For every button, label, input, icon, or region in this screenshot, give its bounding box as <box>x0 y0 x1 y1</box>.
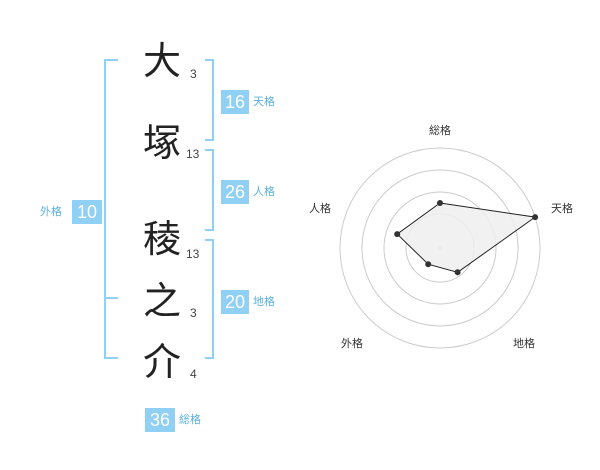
name-char-3: 稜 <box>143 217 182 261</box>
jinkaku-bracket <box>205 149 214 231</box>
radar-label-gaikaku: 外格 <box>341 336 363 350</box>
chikaku-bracket <box>205 239 214 359</box>
gaikaku-label: 外格 <box>40 205 62 218</box>
radar-point-4 <box>394 231 401 238</box>
radar-ring <box>339 147 541 349</box>
radar-ring <box>361 169 519 327</box>
name-char-5: 介 <box>143 340 182 384</box>
radar-point-1 <box>532 214 539 221</box>
jinkaku-label: 人格 <box>253 185 275 198</box>
radar-point-2 <box>454 269 461 276</box>
radar-point-0 <box>437 200 443 206</box>
radar-label-soukaku: 総格 <box>429 123 451 137</box>
stroke-count-3: 13 <box>186 247 200 261</box>
gaikaku-bracket <box>104 59 118 359</box>
stroke-count-5: 4 <box>190 367 197 381</box>
chikaku-value: 20 <box>221 290 249 314</box>
radar-label-jinkaku: 人格 <box>309 201 331 215</box>
name-char-2: 塚 <box>143 121 182 165</box>
name-char-4: 之 <box>143 279 182 323</box>
stroke-count-4: 3 <box>190 306 197 320</box>
soukaku-value: 36 <box>145 408 175 432</box>
tenkaku-value: 16 <box>221 90 249 114</box>
radar-point-3 <box>425 261 432 268</box>
radar-polygon <box>396 202 537 273</box>
tenkaku-label: 天格 <box>253 95 275 108</box>
jinkaku-value: 26 <box>221 180 249 204</box>
stroke-count-1: 3 <box>190 67 197 81</box>
soukaku-label: 総格 <box>179 413 201 426</box>
radar-chart: 総格 天格 地格 外格 人格 <box>309 123 573 350</box>
gaikaku-value: 10 <box>72 200 102 224</box>
radar-ring <box>383 191 497 305</box>
chikaku-label: 地格 <box>253 295 275 308</box>
radar-label-tenkaku: 天格 <box>551 201 573 215</box>
stroke-count-2: 13 <box>186 147 200 161</box>
radar-label-chikaku: 地格 <box>513 336 535 350</box>
tenkaku-bracket <box>205 59 214 141</box>
name-char-1: 大 <box>143 39 182 83</box>
